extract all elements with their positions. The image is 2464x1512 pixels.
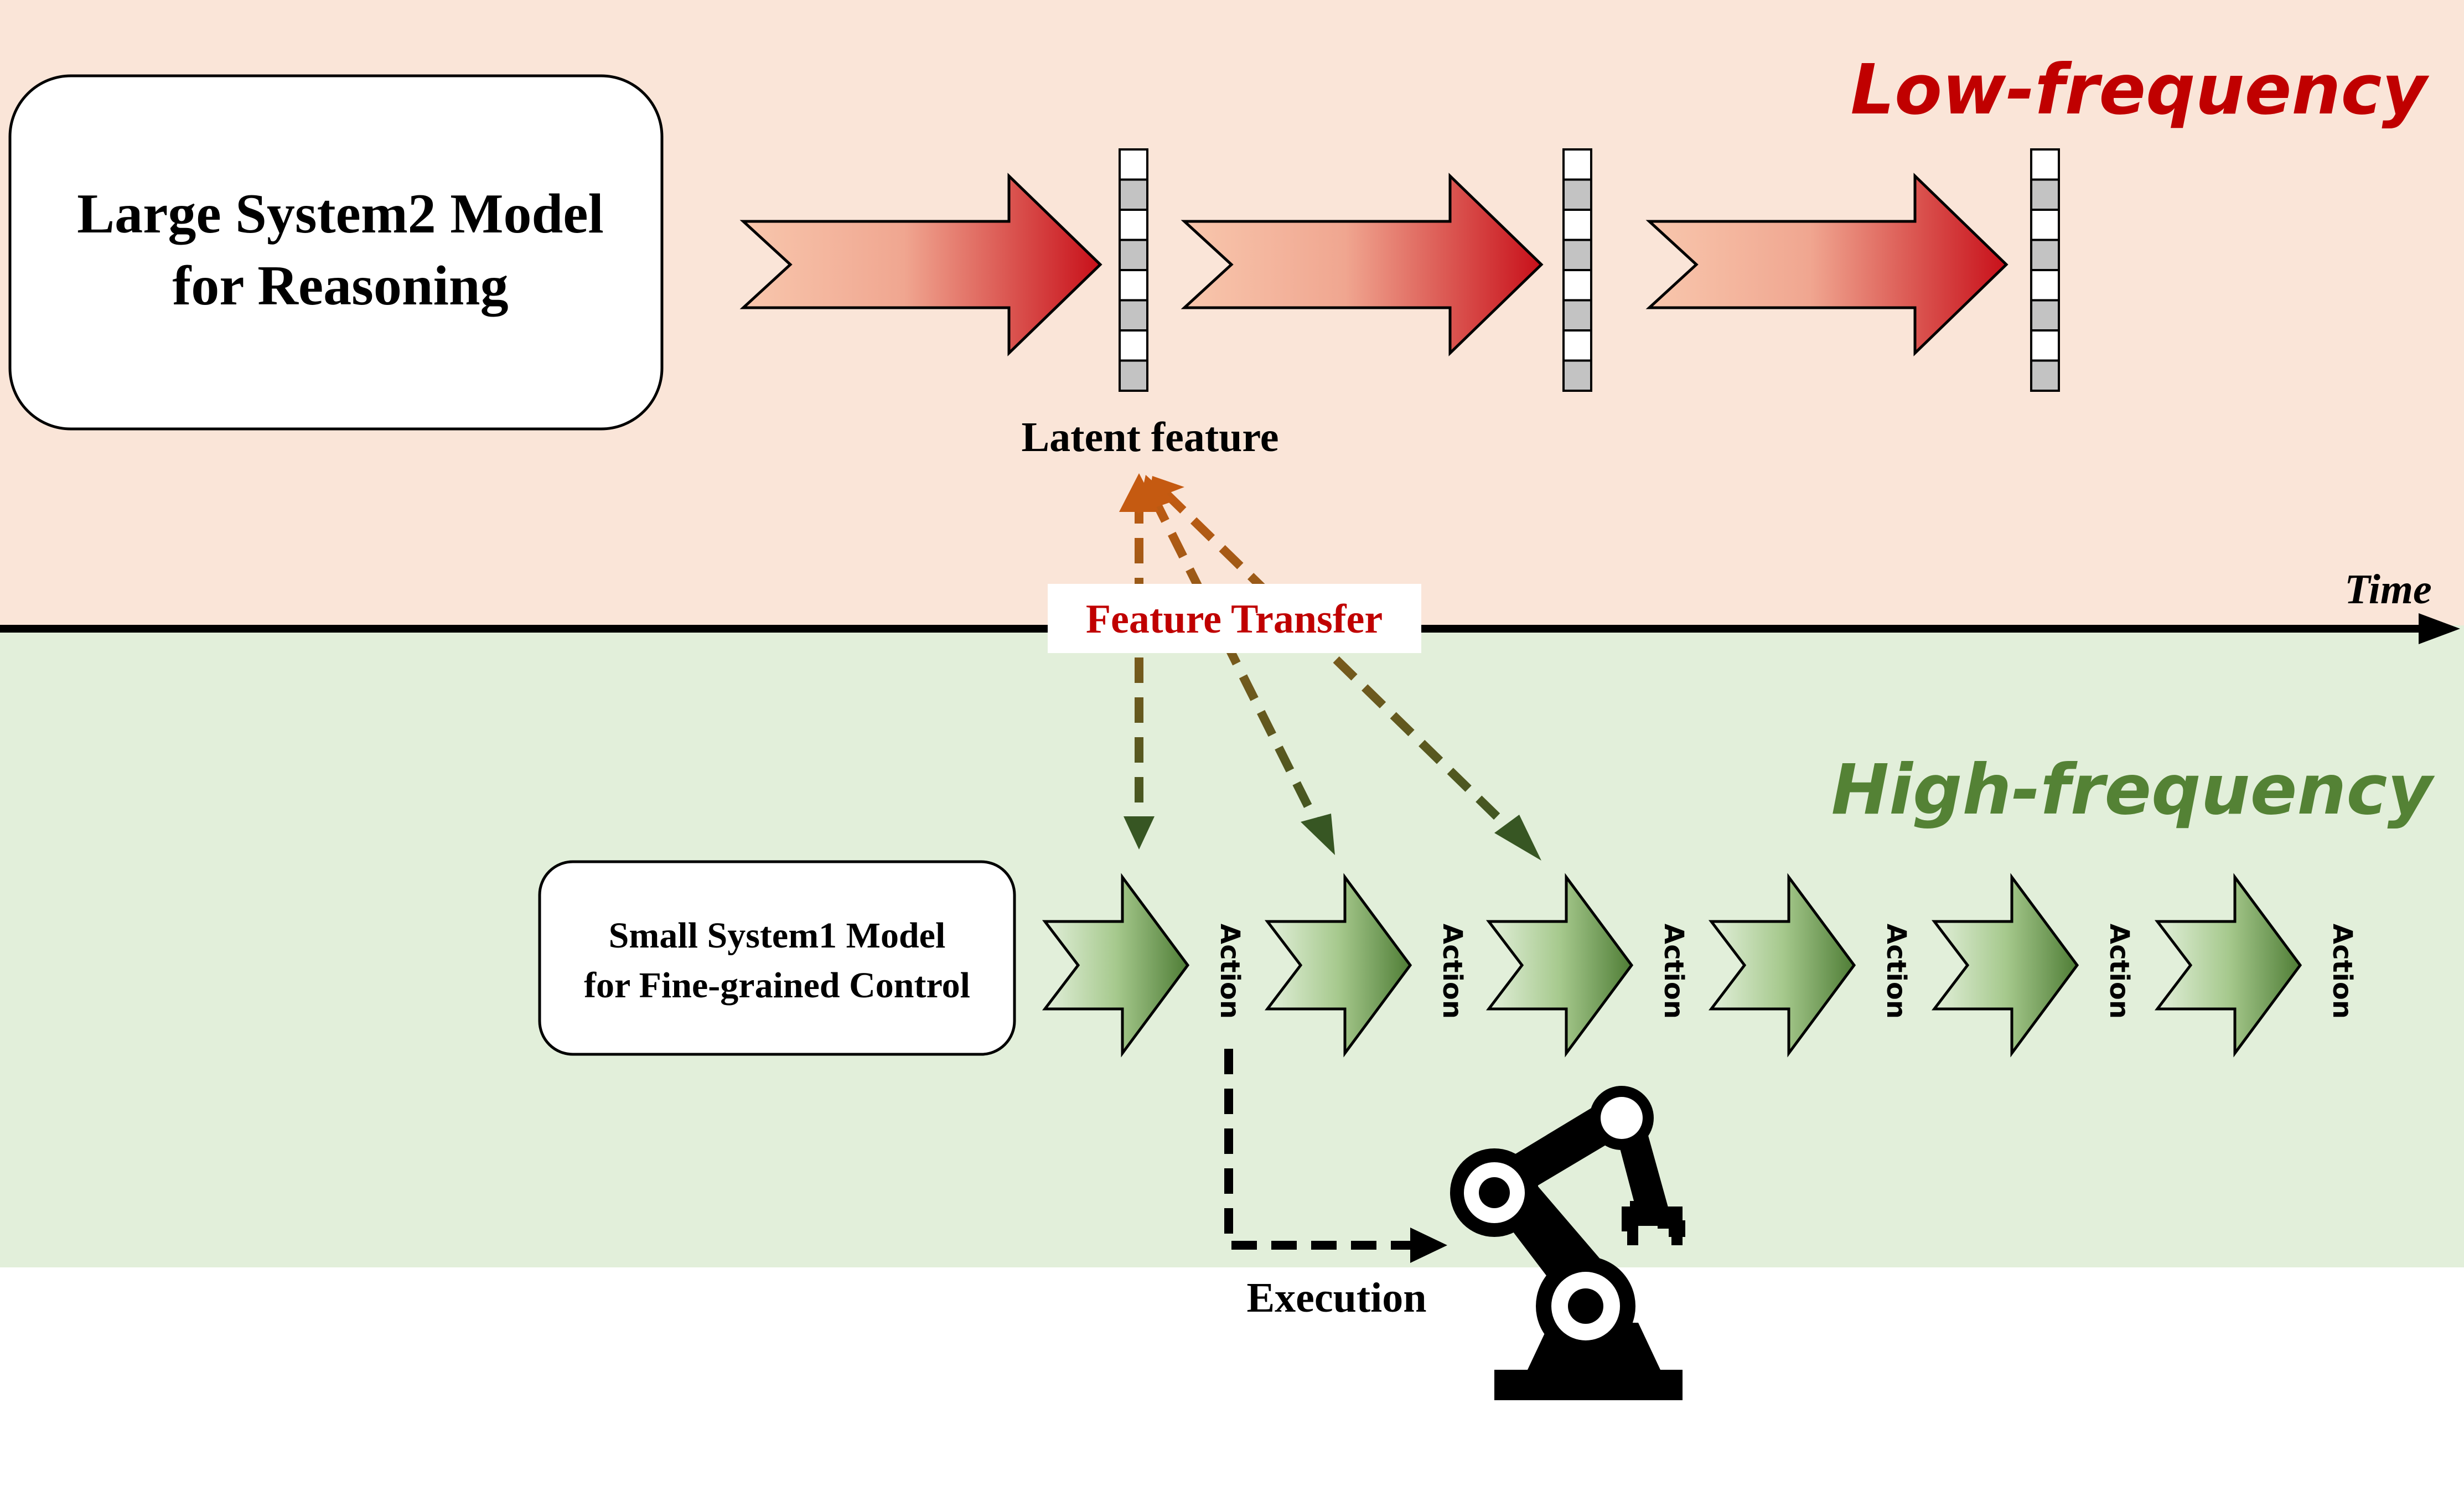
latent-cell [2030,148,2060,181]
latent-cell [2030,359,2060,392]
latent-cell [1562,239,1592,271]
time-label: Time [2344,566,2432,613]
transfer-arrowhead-bottom-1 [1124,816,1155,850]
latent-cell [1119,239,1148,271]
feature-transfer-label: Feature Transfer [1086,597,1383,642]
transfer-arrowhead-bottom-2 [1301,814,1335,855]
execution-label: Execution [1246,1275,1426,1321]
feature-transfer-arrows [1119,473,1541,861]
latent-cell [1562,299,1592,332]
transfer-arrowhead-top-3 [1148,476,1184,501]
latent-cell [2030,239,2060,271]
low-frequency-label: Low-frequency [1850,50,2429,130]
action-label-5: Action [2104,924,2135,1019]
high-frequency-label: High-frequency [1831,750,2435,830]
latent-cell [1562,359,1592,392]
reasoning-arrows [739,173,2009,356]
latent-cell [1119,269,1148,302]
latent-cell [2030,269,2060,302]
action-label-3: Action [1658,924,1689,1019]
latent-cell [1562,178,1592,211]
execution-path [1224,1049,1447,1263]
transfer-arrow-2 [1150,496,1322,827]
latent-vector-3 [2030,148,2060,392]
control-arrow-6 [2154,873,2302,1058]
reasoning-arrow-2 [1181,173,1544,356]
control-arrow-1 [1042,873,1190,1058]
action-label-6: Action [2327,924,2358,1019]
reasoning-arrow-1 [739,173,1102,356]
latent-cell [1119,148,1148,181]
latent-cell [2030,209,2060,241]
latent-feature-label: Latent feature [1021,414,1278,460]
action-label-1: Action [1214,924,1245,1019]
control-arrow-5 [1931,873,2079,1058]
action-label-4: Action [1881,924,1912,1019]
feature-transfer-label-bg [1048,584,1421,653]
control-arrow-3 [1485,873,1634,1058]
action-labels: Action Action Action Action Action Action [1214,924,2358,1019]
latent-cell [2030,299,2060,332]
execution-dashed-line [1224,1049,1417,1250]
latent-cell [1119,359,1148,392]
large-system2-model-box [8,74,664,431]
small-model-title-line1: Small System1 Model [609,915,946,956]
control-arrow-2 [1264,873,1412,1058]
latent-cell [1119,209,1148,241]
reasoning-arrow-3 [1645,173,2009,356]
latent-cell [1562,269,1592,302]
latent-cell [1562,209,1592,241]
control-arrows [1042,873,2302,1058]
time-axis-arrowhead [2419,613,2460,644]
latent-cell [1562,148,1592,181]
latent-cell [1119,178,1148,211]
large-model-title-line1: Large System2 Model [77,183,604,245]
execution-arrowhead [1410,1228,1447,1263]
latent-cell [1119,299,1148,332]
latent-vector-2 [1562,148,1592,392]
latent-cell [2030,178,2060,211]
transfer-arrow-3 [1162,489,1517,836]
small-system1-model-box [538,860,1016,1056]
robot-arm-icon [1450,1086,1685,1400]
small-model-title-line2: for Fine-grained Control [584,965,970,1006]
latent-vector-1 [1119,148,1148,392]
latent-cell [1562,329,1592,362]
latent-cell [1119,329,1148,362]
large-model-title-line2: for Reasoning [172,255,508,317]
latent-feature-vectors [1119,148,2060,392]
control-arrow-4 [1708,873,1856,1058]
transfer-arrowhead-bottom-3 [1494,815,1541,861]
latent-cell [2030,329,2060,362]
action-label-2: Action [1437,924,1468,1019]
